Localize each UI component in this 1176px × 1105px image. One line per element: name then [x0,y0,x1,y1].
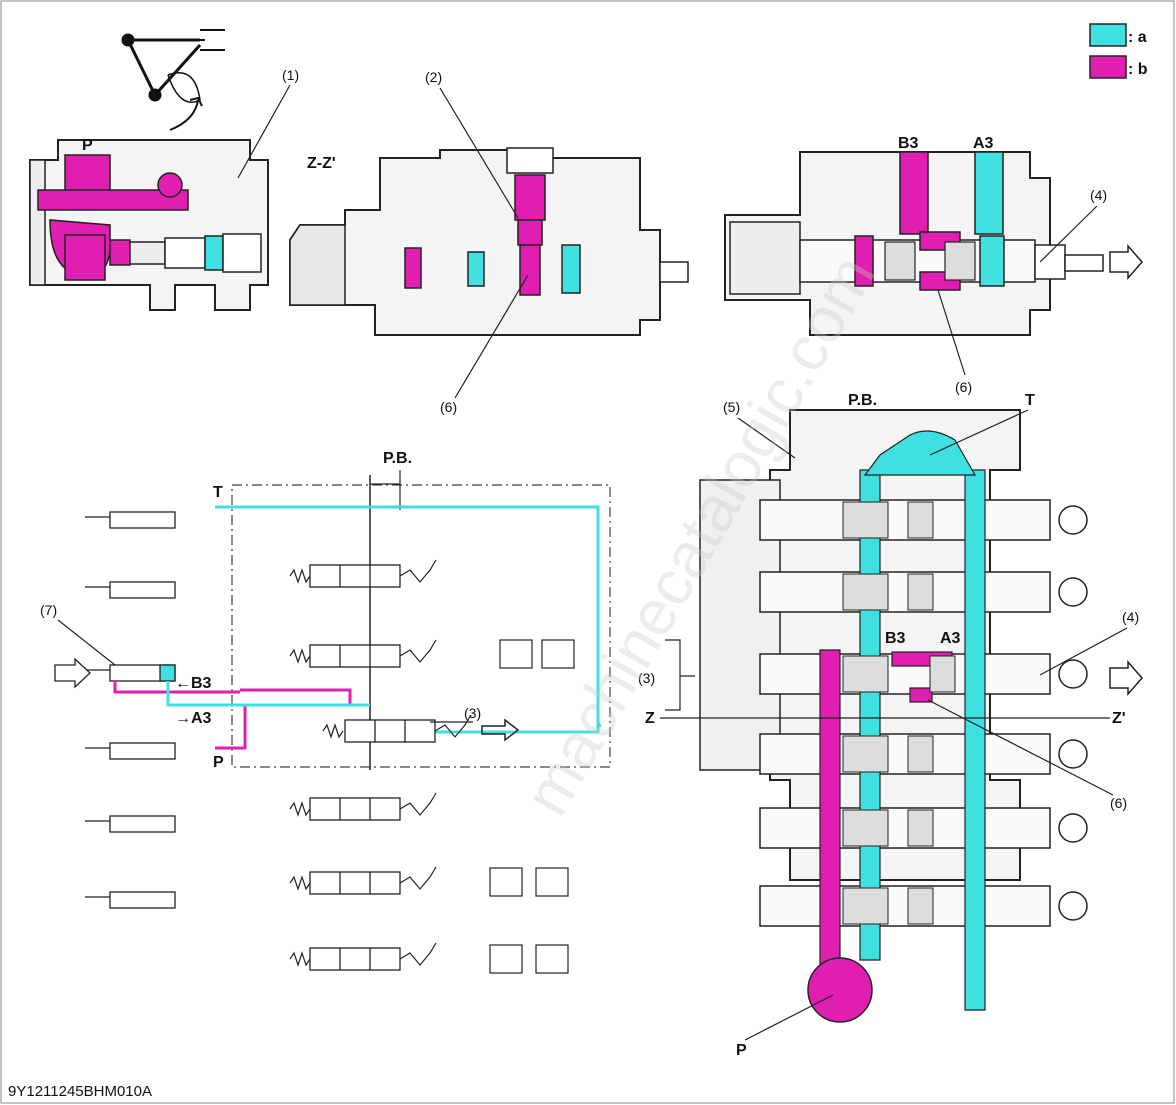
z-prime-label: Z' [1112,710,1126,727]
pb-label-top: P.B. [848,392,877,409]
callout-5: (5) [723,399,740,415]
p-label-top-view: P [736,1042,747,1059]
legend-swatch-b [1089,55,1127,79]
t-label-top: T [1025,392,1035,409]
callout-2: (2) [425,69,442,85]
p-label-schematic: P [213,754,224,771]
p-port-label-1: P [82,137,93,154]
callout-4a: (4) [1090,187,1107,203]
a3-label-bottom: A3 [940,630,961,647]
legend-label-a: : a [1128,29,1147,46]
p-port-circle [807,957,873,1023]
legend-swatch-a [1089,23,1127,47]
callout-4b: (4) [1122,609,1139,625]
b3-label-bottom: B3 [885,630,906,647]
section-view-zz: Z-Z' (2) (6) [289,69,689,415]
hydraulic-schematic: P.B. T P [40,450,611,974]
callout-3a: (3) [464,705,481,721]
legend: : a : b [1089,23,1148,79]
z-label: Z [645,710,655,727]
callout-7: (7) [40,602,57,618]
callout-3b: (3) [638,670,655,686]
callout-6b: (6) [955,379,972,395]
section-view-1: P (1) [29,67,299,311]
callout-1: (1) [282,67,299,83]
callout-6a: (6) [440,399,457,415]
lever-icon [121,29,225,131]
a3-label-top: A3 [973,135,994,152]
figure-code: 9Y1211245BHM010A [8,1083,152,1100]
legend-label-b: : b [1128,61,1148,78]
a3-arrow-label: →A3 [175,710,212,727]
valve-top-view: Z Z' P.B. T (5) B3 A3 (4) (3) (6) P [638,392,1143,1059]
b3-label-top: B3 [898,135,919,152]
b3-arrow-label: ←B3 [175,675,212,692]
t-label-schematic: T [213,484,223,501]
section-zz-label: Z-Z' [307,155,336,172]
p-port-passage [64,154,111,196]
pb-label-schematic: P.B. [383,450,412,467]
callout-6c: (6) [1110,795,1127,811]
section-view-3: B3 A3 (4) (6) [724,135,1143,395]
